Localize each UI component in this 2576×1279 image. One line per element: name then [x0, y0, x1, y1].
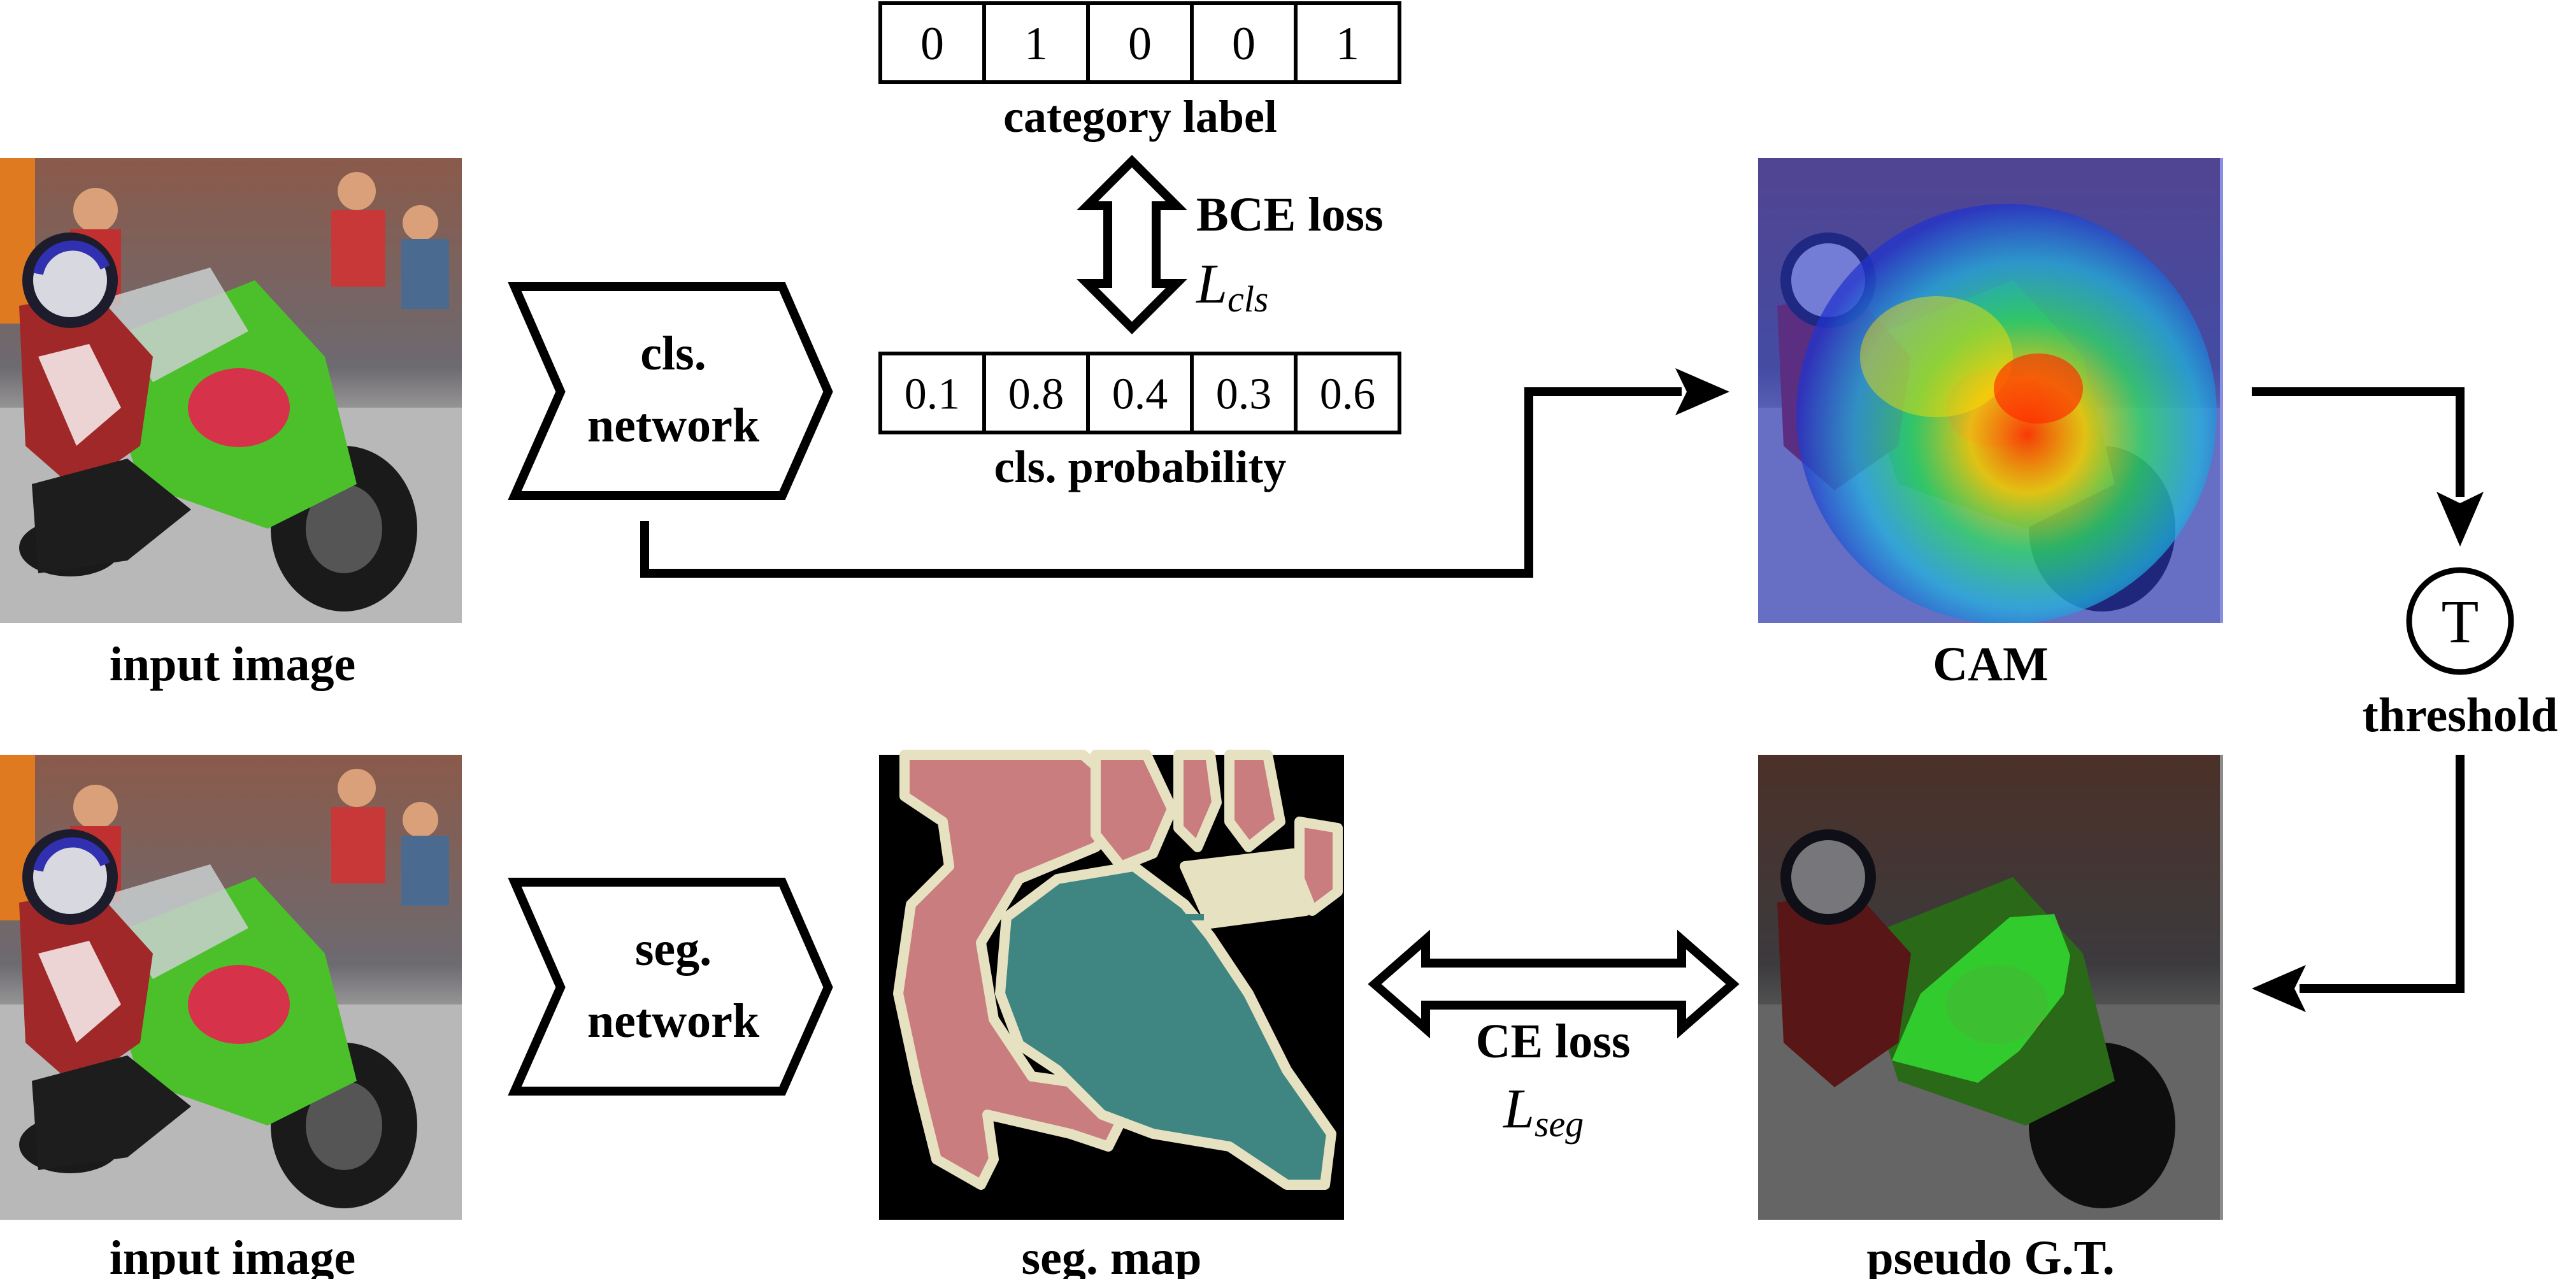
- ce-loss-label: CE loss: [1476, 1015, 1631, 1068]
- cls-probability-value: 0.3: [1216, 370, 1272, 419]
- cls-to-cam-arrowhead: [1675, 368, 1729, 415]
- threshold-label: threshold: [2363, 689, 2558, 742]
- cls-probability-caption: cls. probability: [994, 441, 1287, 492]
- seg-network-block: [508, 878, 833, 1096]
- cam-to-threshold-arrowhead: [2436, 492, 2484, 547]
- category-label-vector: 0 1 0 0 1: [878, 1, 1401, 84]
- cls-probability-cell: [1294, 352, 1401, 434]
- cls-probability-value: 0.1: [905, 370, 961, 419]
- input-image-top: [0, 158, 462, 623]
- cls-probability-cell: [1190, 352, 1298, 434]
- input-image-bottom: [0, 755, 462, 1220]
- seg-network-label-line2: network: [587, 994, 760, 1048]
- threshold-to-pseudo-gt-arrowhead: [2252, 965, 2306, 1012]
- pseudo-gt-image: [1758, 755, 2223, 1220]
- pseudo-gt-caption: pseudo G.T.: [1866, 1231, 2114, 1279]
- category-label-value: 1: [1336, 18, 1359, 70]
- category-label-value: 1: [1024, 18, 1048, 70]
- category-label-value: 0: [920, 18, 944, 70]
- pseudo-gt-mask: [1892, 914, 2070, 1083]
- category-label-caption: category label: [1003, 91, 1277, 142]
- l-cls-symbol: Lcls: [1195, 254, 1268, 320]
- cls-probability-value: 0.4: [1112, 370, 1168, 419]
- category-label-value: 0: [1128, 18, 1152, 70]
- threshold-to-pseudo-gt-arrow: [2300, 755, 2465, 993]
- cls-to-cam-arrow: [640, 387, 1682, 578]
- bce-loss-label: BCE loss: [1196, 188, 1384, 241]
- cam-heatmap-image: [1758, 158, 2223, 623]
- l-seg-symbol: Lseg: [1502, 1078, 1584, 1145]
- cls-network-label-line2: network: [587, 399, 760, 452]
- category-label-cell: [878, 1, 986, 84]
- cls-probability-vector: 0.1 0.8 0.4 0.3 0.6: [878, 352, 1401, 434]
- cam-to-threshold-arrow: [2252, 387, 2465, 497]
- input-image-top-caption: input image: [110, 638, 355, 691]
- input-image-bottom-caption: input image: [110, 1231, 355, 1279]
- cls-probability-value: 0.8: [1008, 370, 1064, 419]
- threshold-symbol: T: [2442, 587, 2479, 655]
- seg-network-label-line1: seg.: [635, 922, 712, 976]
- bce-double-arrow: [1077, 155, 1187, 334]
- ce-double-arrow: [1368, 929, 1740, 1039]
- cls-network-block: [508, 282, 833, 500]
- category-label-cell: [1294, 1, 1401, 84]
- cls-probability-value: 0.6: [1320, 370, 1376, 419]
- category-label-cell: [1086, 1, 1194, 84]
- seg-map-caption: seg. map: [1022, 1231, 1202, 1279]
- segmentation-map-image: [879, 750, 1344, 1220]
- category-label-value: 0: [1232, 18, 1256, 70]
- cls-probability-cell: [982, 352, 1090, 434]
- cam-caption: CAM: [1933, 638, 2049, 691]
- cls-network-label-line1: cls.: [640, 327, 706, 380]
- threshold-icon: [2406, 567, 2514, 675]
